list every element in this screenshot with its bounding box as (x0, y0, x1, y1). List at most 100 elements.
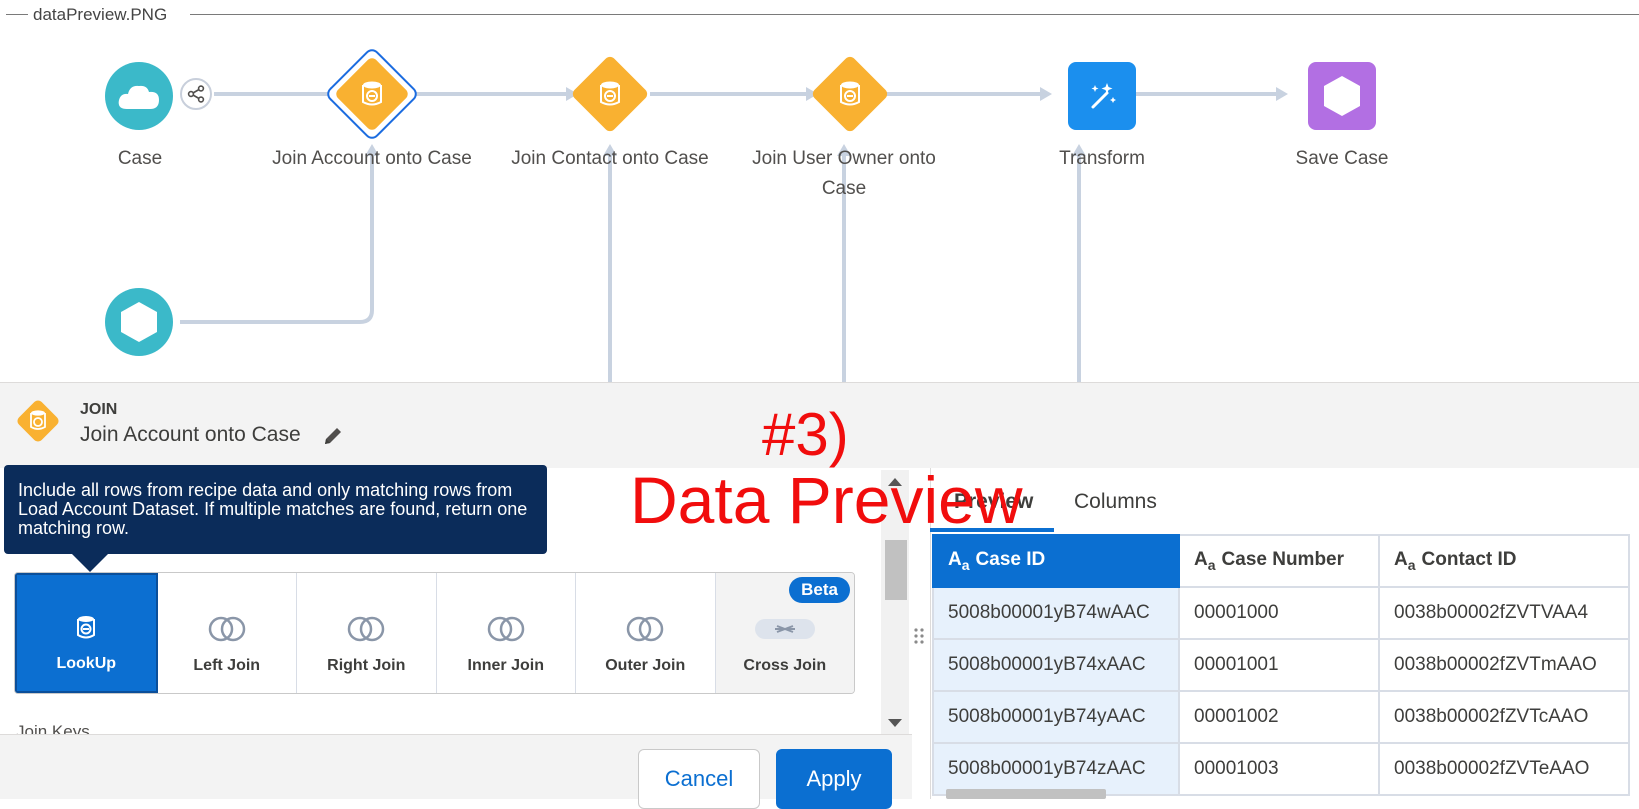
tab-columns[interactable]: Columns (1074, 490, 1157, 513)
join-type-left[interactable]: Left Join (157, 573, 297, 693)
table-cell: 00001003 (1178, 742, 1380, 796)
node-load-account[interactable] (105, 288, 173, 356)
arrow-head (603, 144, 617, 156)
inner-join-icon (487, 616, 524, 642)
table-cell: 5008b00001yB74yAAC (932, 690, 1180, 744)
outer-join-icon (627, 616, 664, 642)
lookup-icon (77, 616, 96, 639)
panel-header: JOIN Join Account onto Case (0, 382, 1639, 468)
hexagon-icon (1324, 76, 1360, 116)
left-join-icon (208, 616, 245, 642)
table-cell: 5008b00001yB74wAAC (932, 586, 1180, 640)
join-icon (600, 81, 620, 106)
join-icon (840, 81, 860, 106)
node-join-contact[interactable] (570, 54, 650, 134)
text-type-icon: Aa (1394, 549, 1416, 573)
tab-preview[interactable]: Preview (954, 490, 1034, 513)
text-type-icon: Aa (948, 549, 970, 573)
table-row: 5008b00001yB74wAAC 00001000 0038b00002fZ… (932, 586, 1630, 640)
connector-lines (180, 87, 1288, 382)
arrow-head (837, 144, 851, 156)
arrow-head (1072, 144, 1086, 156)
table-cell: 5008b00001yB74xAAC (932, 638, 1180, 692)
join-type-selector: LookUp Left Join Right Join Inner Join O… (14, 572, 855, 694)
join-type-inner[interactable]: Inner Join (436, 573, 576, 693)
node-label: Join Account onto Case (272, 148, 472, 169)
join-type-outer[interactable]: Outer Join (576, 573, 716, 693)
branch-button[interactable] (180, 78, 212, 110)
settings-scrollbar[interactable] (881, 470, 909, 735)
join-keys-heading: Join Keys (16, 722, 90, 736)
node-kind: JOIN (80, 401, 118, 418)
hexagon-icon (121, 302, 157, 342)
cloud-icon (118, 85, 159, 109)
node-label: Save Case (1295, 148, 1389, 169)
beta-badge: Beta (789, 577, 850, 603)
join-type-label: Right Join (327, 657, 406, 674)
join-type-label: Outer Join (605, 657, 686, 674)
cancel-button[interactable]: Cancel (638, 749, 760, 809)
branch-icon (187, 85, 205, 103)
cross-join-icon (754, 619, 815, 639)
annotation-step-number: #3) (762, 401, 849, 468)
arrow-head (365, 144, 379, 156)
magic-wand-icon (1091, 83, 1116, 109)
node-join-user-owner[interactable] (810, 54, 890, 134)
table-row: 5008b00001yB74xAAC 00001001 0038b00002fZ… (932, 638, 1630, 692)
table-row: 5008b00001yB74yAAC 00001002 0038b00002fZ… (932, 690, 1630, 744)
scroll-thumb[interactable] (885, 540, 907, 600)
table-cell: 0038b00002fZVTeAAO (1378, 742, 1630, 796)
join-type-cross[interactable]: Beta Cross Join (715, 573, 854, 693)
table-cell: 5008b00001yB74zAAC (932, 742, 1180, 796)
arrow-head (1276, 87, 1288, 101)
resize-grip-icon[interactable] (913, 627, 925, 649)
table-cell: 00001002 (1178, 690, 1380, 744)
scroll-down-arrow[interactable] (888, 719, 902, 727)
node-join-account[interactable] (323, 45, 421, 143)
node-label: Join Contact onto Case (511, 148, 709, 169)
preview-horizontal-scrollbar[interactable] (946, 789, 1106, 799)
frame-title: dataPreview.PNG (0, 3, 1639, 25)
node-label: Case (117, 148, 163, 169)
join-type-tooltip: Include all rows from recipe data and on… (4, 465, 547, 572)
node-label: Join User Owner onto Case (752, 148, 936, 199)
table-cell: 0038b00002fZVTcAAO (1378, 690, 1630, 744)
text-type-icon: Aa (1194, 549, 1216, 573)
node-save-case[interactable] (1308, 62, 1376, 130)
join-type-label: Inner Join (467, 657, 544, 674)
table-cell: 00001000 (1178, 586, 1380, 640)
preview-tabs: Preview Columns (930, 480, 1639, 534)
join-type-lookup[interactable]: LookUp (15, 573, 158, 693)
table-cell: 0038b00002fZVTmAAO (1378, 638, 1630, 692)
join-type-right[interactable]: Right Join (297, 573, 437, 693)
node-case[interactable] (105, 62, 173, 130)
recipe-canvas[interactable]: Case Join Account onto Case Join Contact… (0, 26, 1639, 382)
frame-filename: dataPreview.PNG (30, 5, 171, 25)
table-row: 5008b00001yB74zAAC 00001003 0038b00002fZ… (932, 742, 1630, 796)
annotation-step-title: Data Preview (630, 463, 1023, 537)
node-name: Join Account onto Case (80, 423, 301, 446)
column-header-label: Contact ID (1421, 549, 1517, 571)
apply-button[interactable]: Apply (776, 749, 892, 809)
join-type-label: LookUp (56, 655, 117, 672)
edit-pencil-icon[interactable] (322, 425, 344, 447)
join-icon (17, 400, 59, 442)
arrow-head (1040, 87, 1052, 101)
scroll-up-arrow[interactable] (888, 478, 902, 486)
join-type-label: Left Join (193, 657, 261, 674)
column-header-label: Case ID (975, 549, 1046, 571)
join-icon (362, 81, 382, 106)
node-label: Transform (1059, 148, 1145, 169)
tab-active-indicator (930, 528, 1054, 532)
link-secondary-join-account (180, 156, 374, 324)
join-type-label: Cross Join (743, 657, 827, 674)
table-cell: 00001001 (1178, 638, 1380, 692)
panel-footer: Cancel Apply (0, 734, 912, 809)
right-join-icon (348, 616, 385, 642)
node-transform[interactable] (1068, 62, 1136, 130)
